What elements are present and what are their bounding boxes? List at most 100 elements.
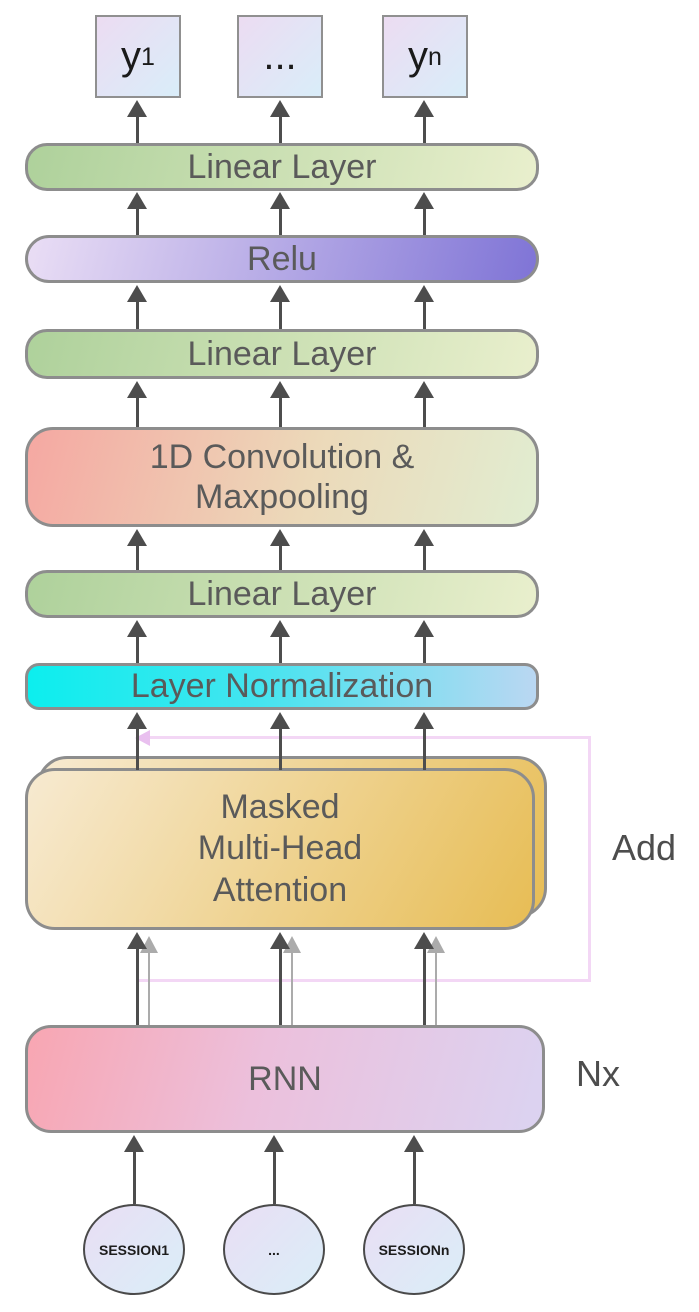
output-box-dots: ... <box>237 15 323 98</box>
input-node-dots: ... <box>223 1204 325 1295</box>
arrowhead-icon <box>127 285 147 302</box>
output-label: ... <box>263 34 297 78</box>
arrowhead-icon <box>127 620 147 637</box>
arrowhead-icon <box>264 1135 284 1152</box>
layer-label: Linear Layer <box>187 147 377 186</box>
up-arrow <box>126 381 148 427</box>
arrowhead-icon <box>414 620 434 637</box>
layer-rnn: RNN <box>25 1025 545 1133</box>
up-arrow <box>126 932 148 1025</box>
up-arrow <box>413 100 435 143</box>
arrow-shaft <box>135 726 139 770</box>
arrow-shaft <box>278 946 282 1025</box>
arrowhead-icon <box>414 192 434 209</box>
arrow-shaft <box>278 206 282 235</box>
arrowhead-icon <box>270 932 290 949</box>
up-arrow <box>403 1135 425 1204</box>
arrow-shaft <box>278 543 282 570</box>
up-arrow <box>269 285 291 329</box>
arrow-shaft <box>135 114 139 143</box>
input-label: ... <box>268 1241 280 1258</box>
layer-label-line1: 1D Convolution & <box>149 437 415 476</box>
up-arrow <box>269 932 291 1025</box>
input-label: SESSIONn <box>378 1241 450 1258</box>
arrow-shaft <box>291 950 293 1025</box>
layer-linear-top: Linear Layer <box>25 143 539 191</box>
up-arrow <box>413 712 435 770</box>
arrowhead-icon <box>270 285 290 302</box>
arrowhead-icon <box>270 529 290 546</box>
arrow-shaft <box>278 726 282 770</box>
arrow-shaft <box>132 1149 136 1204</box>
up-arrow <box>126 620 148 663</box>
input-node-sessionn: SESSIONn <box>363 1204 465 1295</box>
arrow-shaft <box>135 395 139 427</box>
arrowhead-icon <box>270 381 290 398</box>
arrowhead-icon <box>414 932 434 949</box>
nx-label: Nx <box>576 1053 620 1094</box>
up-arrow <box>269 712 291 770</box>
layer-linear-bottom: Linear Layer <box>25 570 539 618</box>
arrow-shaft <box>135 543 139 570</box>
arrow-shaft <box>422 946 426 1025</box>
arrow-shaft <box>278 395 282 427</box>
layer-label-line2: Multi-Head <box>197 829 363 868</box>
up-arrow <box>413 620 435 663</box>
layer-label-line2: Maxpooling <box>195 478 369 516</box>
arrowhead-icon <box>127 192 147 209</box>
layer-label-line3: Attention <box>212 870 348 909</box>
layer-label: RNN <box>248 1059 322 1098</box>
arrow-shaft <box>422 543 426 570</box>
arrow-shaft <box>135 299 139 329</box>
layer-linear-mid: Linear Layer <box>25 329 539 379</box>
arrowhead-icon <box>127 381 147 398</box>
arrow-shaft <box>422 726 426 770</box>
arrowhead-icon <box>414 285 434 302</box>
arrow-shaft <box>422 634 426 663</box>
arrowhead-icon <box>414 381 434 398</box>
arrowhead-icon <box>270 712 290 729</box>
layer-conv-maxpool: 1D Convolution & Maxpooling <box>25 427 539 527</box>
arrowhead-icon <box>270 100 290 117</box>
arrow-shaft <box>422 206 426 235</box>
arrow-shaft <box>278 114 282 143</box>
up-arrow <box>126 285 148 329</box>
arrowhead-icon <box>124 1135 144 1152</box>
arrow-shaft <box>278 634 282 663</box>
up-arrow <box>269 192 291 235</box>
arrow-shaft <box>135 946 139 1025</box>
layer-layer-normalization: Layer Normalization <box>25 663 539 710</box>
arrowhead-icon <box>414 529 434 546</box>
up-arrow <box>269 620 291 663</box>
arrow-shaft <box>422 395 426 427</box>
up-arrow <box>413 529 435 570</box>
layer-label: Linear Layer <box>187 334 377 373</box>
arrowhead-icon <box>127 932 147 949</box>
arrow-shaft <box>422 299 426 329</box>
input-label: SESSION1 <box>98 1241 170 1258</box>
add-skip-arrowhead-icon <box>135 730 150 746</box>
up-arrow <box>126 529 148 570</box>
arrow-shaft <box>135 206 139 235</box>
arrowhead-icon <box>270 620 290 637</box>
arrowhead-icon <box>414 100 434 117</box>
output-label: y <box>408 34 429 78</box>
add-skip-line-vertical <box>588 738 591 982</box>
arrowhead-icon <box>127 529 147 546</box>
arrow-shaft <box>148 950 150 1025</box>
input-node-session1: SESSION1 <box>83 1204 185 1295</box>
up-arrow <box>413 932 435 1025</box>
arrow-shaft <box>272 1149 276 1204</box>
up-arrow <box>413 381 435 427</box>
output-label: y <box>121 34 142 78</box>
layer-attention: Masked Multi-Head Attention <box>25 768 535 930</box>
up-arrow <box>126 192 148 235</box>
up-arrow <box>263 1135 285 1204</box>
arrowhead-icon <box>414 712 434 729</box>
up-arrow <box>269 381 291 427</box>
layer-relu: Relu <box>25 235 539 283</box>
layer-label: Layer Normalization <box>130 667 434 706</box>
